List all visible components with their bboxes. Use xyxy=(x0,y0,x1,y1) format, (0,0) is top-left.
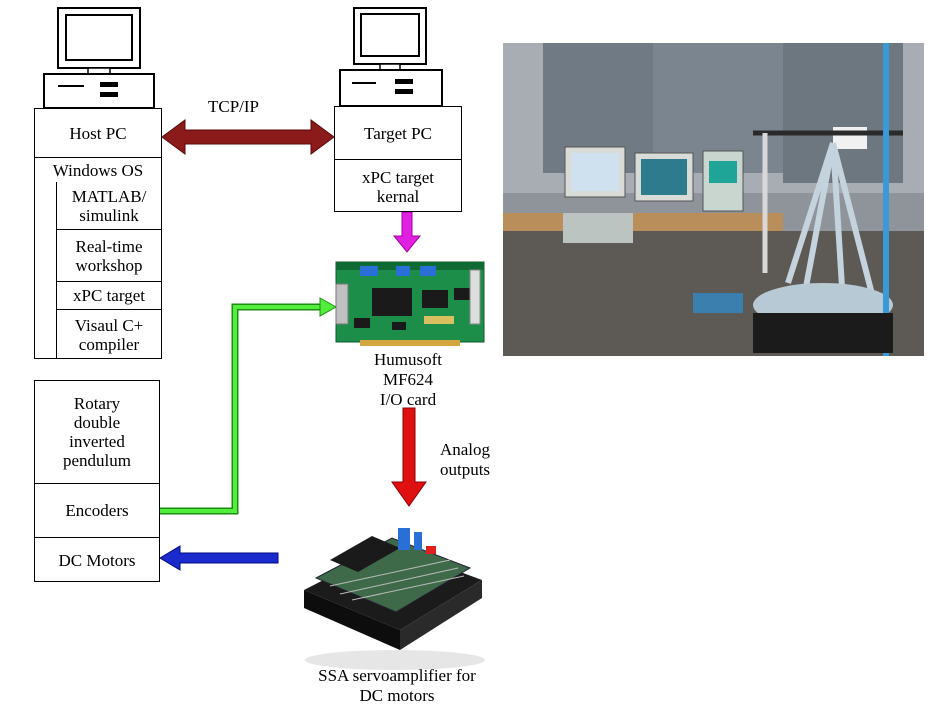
io-card-line-2: MF624 xyxy=(382,370,434,389)
target-kernel-label: xPC target kernal xyxy=(335,159,461,213)
encoders-label: Encoders xyxy=(35,483,159,537)
host-pc-title: Host PC xyxy=(69,123,127,143)
io-card-label: Humusoft MF624 I/O card xyxy=(360,350,456,410)
servo-to-motor-arrow xyxy=(159,545,279,571)
servoamplifier-image xyxy=(304,528,485,670)
servo-line-1: SSA servoamplifier for xyxy=(318,666,476,685)
dc-motors-label: DC Motors xyxy=(35,537,159,583)
io-card-line-1: Humusoft xyxy=(374,350,442,369)
kernel-to-card-arrow xyxy=(392,211,422,253)
pendulum-box: Rotary double inverted pendulum Encoders… xyxy=(34,380,160,582)
software-visual-c: Visaul C+ compiler xyxy=(57,309,161,359)
target-pc-title: Target PC xyxy=(364,123,432,143)
io-card-line-3: I/O card xyxy=(379,390,437,409)
analog-line-1: Analog xyxy=(439,440,491,459)
pendulum-title: Rotary double inverted pendulum xyxy=(63,394,131,470)
analog-output-arrow xyxy=(391,407,427,507)
software-matlab: MATLAB/ simulink xyxy=(71,186,147,225)
software-xpc-target: xPC target xyxy=(57,281,161,309)
analog-line-2: outputs xyxy=(439,460,491,479)
io-card-image xyxy=(335,261,485,346)
host-os-label: Windows OS xyxy=(35,157,161,183)
servo-label: SSA servoamplifier for DC motors xyxy=(304,666,490,706)
host-computer-icon xyxy=(43,7,155,109)
host-software-stack: MATLAB/ simulink Real-time workshop xPC … xyxy=(56,182,162,359)
encoder-to-card-arrow xyxy=(160,297,338,515)
software-rtw: Real-time workshop xyxy=(57,229,161,281)
tcp-ip-arrow xyxy=(161,119,335,155)
target-pc-box: Target PC xPC target kernal xyxy=(334,106,462,212)
lab-setup-photo xyxy=(503,43,924,356)
target-computer-icon xyxy=(339,7,443,107)
servo-line-2: DC motors xyxy=(359,686,435,705)
analog-outputs-label: Analog outputs xyxy=(430,440,500,480)
tcp-ip-label: TCP/IP xyxy=(208,97,260,116)
